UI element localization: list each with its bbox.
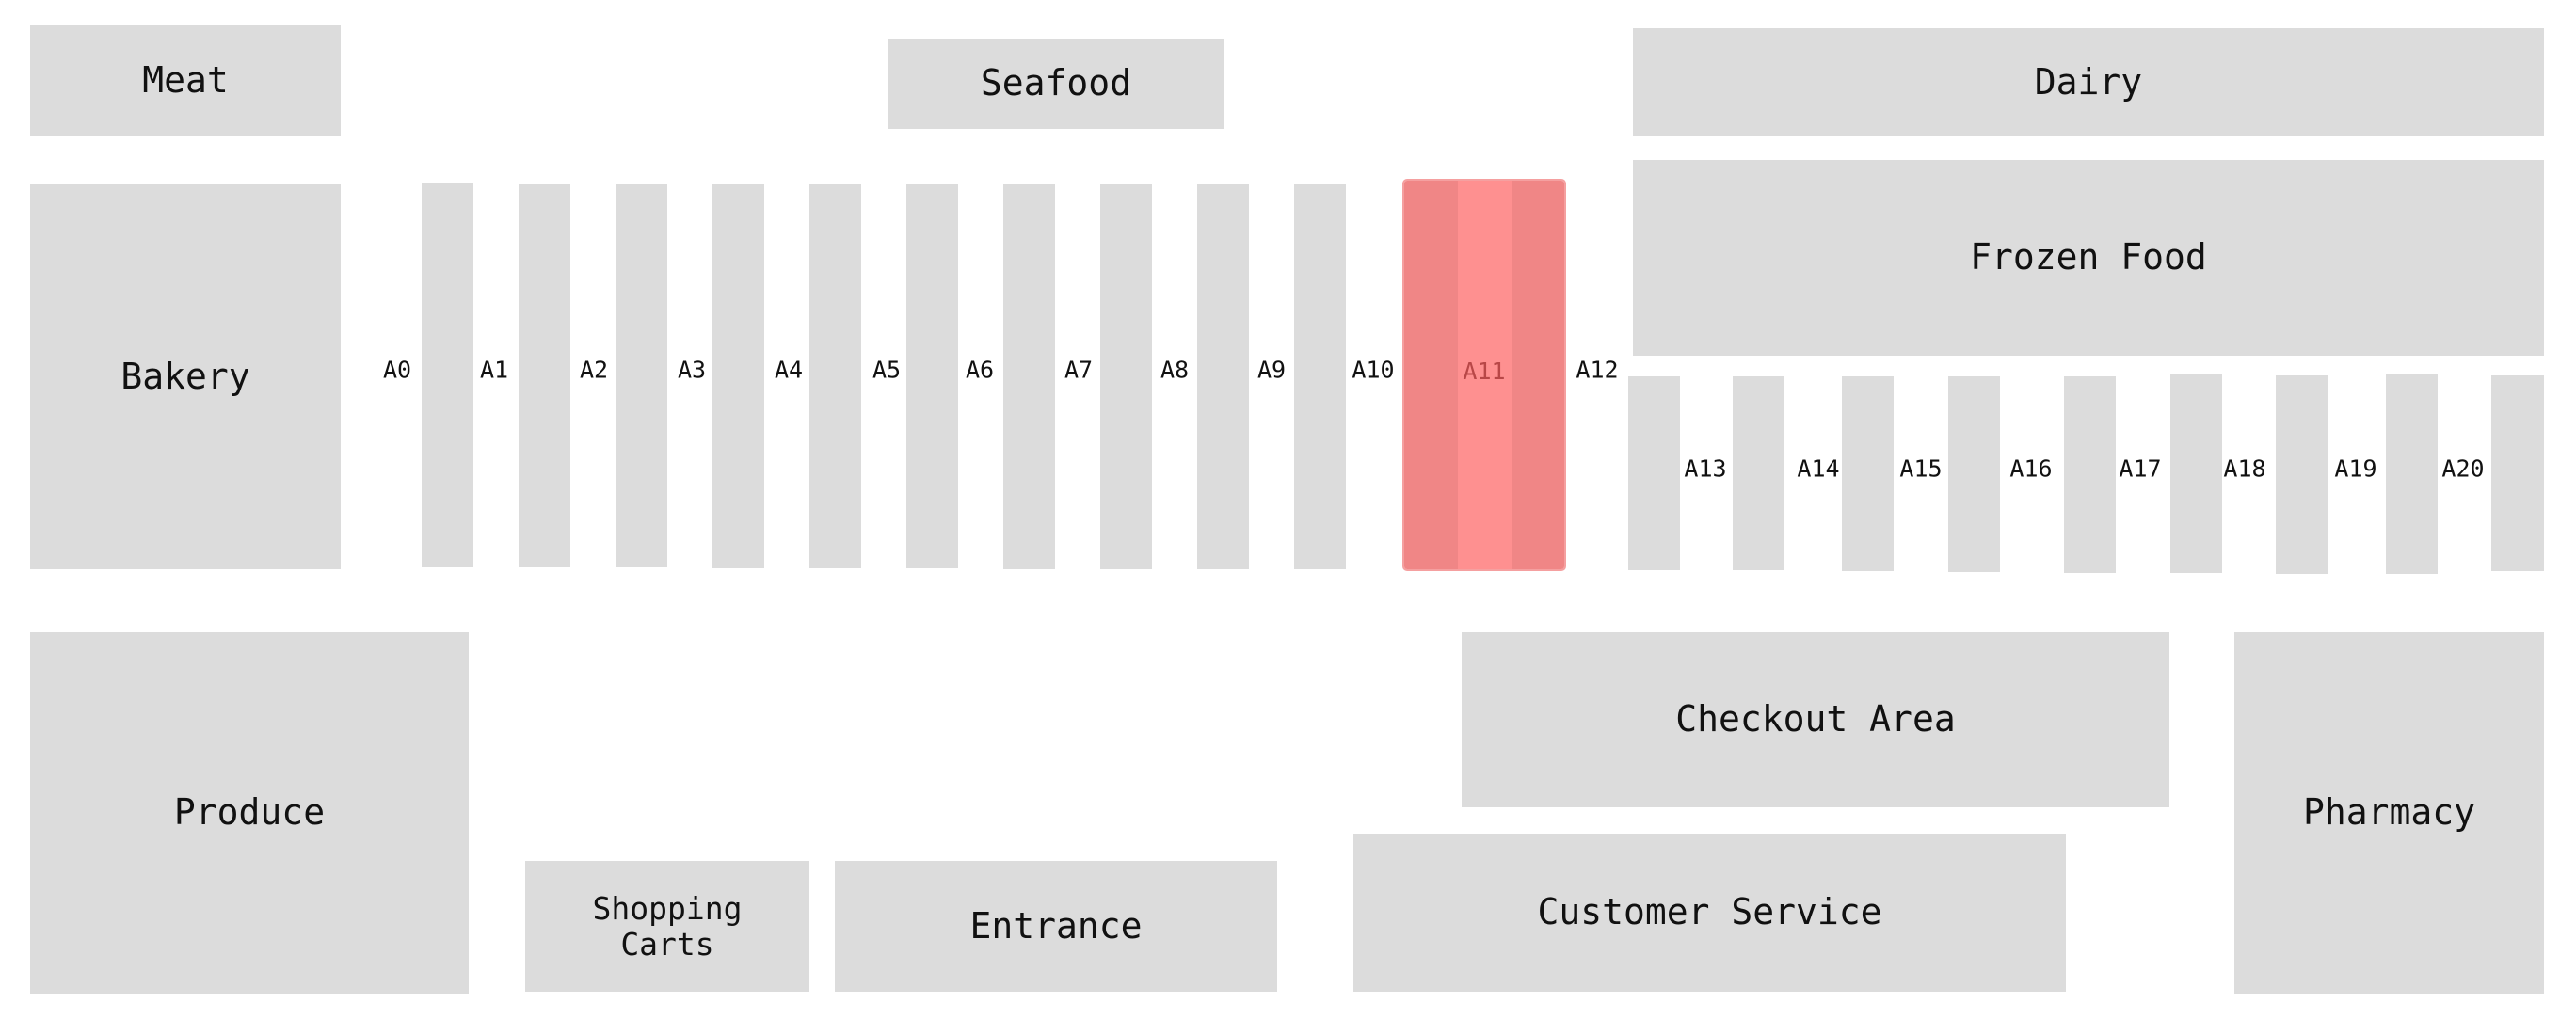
aisle-shelf (906, 184, 958, 568)
bakery-zone[interactable]: Bakery (30, 184, 341, 569)
aisle-label[interactable]: A13 (1684, 454, 1727, 483)
aisle-label[interactable]: A4 (774, 356, 804, 384)
produce-zone[interactable]: Produce (30, 632, 469, 994)
customer-service-zone[interactable]: Customer Service (1353, 834, 2066, 992)
aisle-label[interactable]: A12 (1576, 356, 1619, 384)
aisle-shelf (2491, 375, 2544, 571)
dairy-zone[interactable]: Dairy (1633, 28, 2544, 136)
aisle-shelf (1948, 376, 2000, 572)
aisle-label[interactable]: A17 (2119, 454, 2162, 483)
seafood-zone[interactable]: Seafood (888, 39, 1224, 129)
pharmacy-zone[interactable]: Pharmacy (2234, 632, 2544, 994)
aisle-shelf (616, 184, 667, 567)
aisle-shelf (1294, 184, 1346, 569)
aisle-shelf (422, 183, 473, 567)
aisle-shelf (1100, 184, 1152, 569)
aisle-label[interactable]: A8 (1160, 356, 1190, 384)
aisle-shelf (2276, 375, 2328, 574)
aisle-label[interactable]: A14 (1797, 454, 1840, 483)
aisle-label[interactable]: A18 (2223, 454, 2266, 483)
aisle-shelf (1842, 376, 1894, 571)
aisle-shelf (2064, 376, 2116, 573)
aisle-label[interactable]: A7 (1064, 356, 1094, 384)
aisle-shelf (2386, 374, 2438, 574)
frozen-food-zone[interactable]: Frozen Food (1633, 160, 2544, 356)
aisle-label[interactable]: A15 (1899, 454, 1943, 483)
aisle-shelf (809, 184, 861, 568)
aisle-shelf (1733, 376, 1784, 570)
aisle-label[interactable]: A1 (479, 356, 509, 384)
checkout-area-zone[interactable]: Checkout Area (1462, 632, 2169, 807)
shopping-carts-zone[interactable]: Shopping Carts (525, 861, 809, 992)
entrance-zone[interactable]: Entrance (835, 861, 1277, 992)
aisle-label[interactable]: A2 (579, 356, 609, 384)
aisle-label[interactable]: A16 (2009, 454, 2053, 483)
aisle-label[interactable]: A5 (872, 356, 902, 384)
aisle-a11-highlight[interactable]: A11 (1402, 179, 1566, 571)
aisle-label[interactable]: A6 (965, 356, 995, 384)
aisle-shelf (712, 184, 764, 568)
aisle-label[interactable]: A0 (382, 356, 412, 384)
aisle-shelf (2170, 374, 2222, 573)
aisle-label[interactable]: A20 (2441, 454, 2485, 483)
aisle-label[interactable]: A9 (1256, 356, 1287, 384)
aisle-shelf (519, 184, 570, 567)
aisle-label[interactable]: A3 (677, 356, 707, 384)
aisle-label[interactable]: A10 (1352, 356, 1395, 384)
meat-zone[interactable]: Meat (30, 25, 341, 136)
aisle-label[interactable]: A19 (2334, 454, 2377, 483)
aisle-shelf (1003, 184, 1055, 569)
aisle-shelf (1628, 376, 1680, 570)
aisle-shelf (1197, 184, 1249, 569)
aisle-label: A11 (1463, 358, 1506, 385)
